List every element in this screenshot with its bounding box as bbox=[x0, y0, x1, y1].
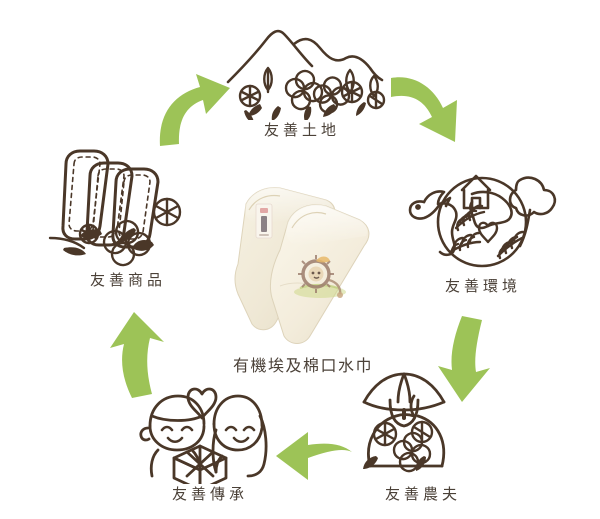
center-product-caption: 有機埃及棉口水巾 bbox=[232, 358, 373, 375]
brand-label-tag bbox=[255, 203, 273, 239]
lion-embroidery-icon bbox=[294, 255, 346, 298]
node-label-farmer: 友善農夫 bbox=[384, 486, 461, 503]
node-label-land: 友善土地 bbox=[263, 122, 340, 139]
node-product[interactable]: 友善商品 bbox=[42, 142, 210, 290]
node-label-heritage: 友善傳承 bbox=[171, 486, 248, 503]
center-product[interactable]: 有機埃及棉口水巾 bbox=[218, 166, 388, 376]
node-farmer[interactable]: 友善農夫 bbox=[346, 372, 496, 504]
arrow-product-to-land bbox=[159, 74, 230, 146]
mountain-cotton-field-icon bbox=[226, 29, 386, 120]
arrow-land-to-environment bbox=[391, 77, 457, 142]
node-land[interactable]: 友善土地 bbox=[208, 14, 392, 140]
node-label-product: 友善商品 bbox=[89, 272, 166, 289]
two-people-gift-heart-icon bbox=[139, 387, 268, 484]
earth-bird-house-tree-icon bbox=[408, 174, 557, 268]
arrow-environment-to-farmer bbox=[438, 316, 490, 402]
node-heritage[interactable]: 友善傳承 bbox=[130, 372, 286, 504]
farmer-with-hat-cotton-icon bbox=[362, 372, 446, 473]
node-environment[interactable]: 友善環境 bbox=[394, 160, 568, 296]
arrow-farmer-to-heritage bbox=[276, 432, 352, 480]
folded-cream-towels-photo bbox=[234, 187, 370, 344]
folded-towels-cotton-flower-icon bbox=[48, 149, 182, 267]
node-label-environment: 友善環境 bbox=[444, 278, 521, 295]
arrow-heritage-to-product bbox=[110, 312, 164, 398]
